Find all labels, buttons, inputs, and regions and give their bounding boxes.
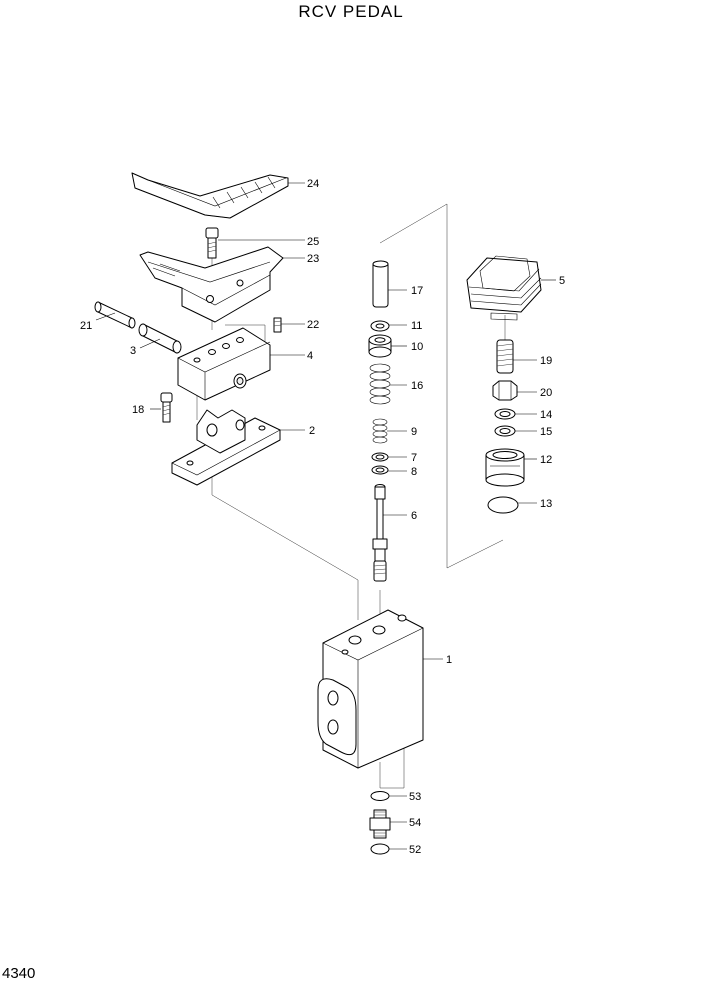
callout-4: 4 (307, 350, 313, 362)
callout-53: 53 (409, 791, 421, 803)
callout-15: 15 (540, 426, 552, 438)
callout-2: 2 (309, 425, 315, 437)
callout-20: 20 (540, 387, 552, 399)
pin-part-3 (138, 323, 182, 354)
callout-23: 23 (307, 253, 319, 265)
spring-part-9 (372, 418, 388, 444)
plunger-part-17 (372, 260, 389, 308)
washer-part-14 (494, 408, 516, 420)
callout-22: 22 (307, 319, 319, 331)
part-callouts: 24 25 23 21 3 22 4 18 2 17 11 10 16 9 7 … (80, 178, 565, 856)
pin-part-21 (94, 301, 136, 329)
callout-54: 54 (409, 817, 421, 829)
spring-seat-part-10 (368, 334, 392, 358)
callout-14: 14 (540, 409, 552, 421)
washer-part-7 (371, 452, 389, 462)
callout-17: 17 (411, 285, 423, 297)
page-number: 4340 (2, 965, 36, 982)
washer-part-11 (370, 320, 390, 332)
callout-24: 24 (307, 178, 319, 190)
o-ring-part-13 (487, 496, 519, 514)
adjusting-screw-part-19 (496, 339, 514, 374)
callout-18: 18 (132, 404, 144, 416)
set-screw-part-22 (273, 317, 282, 333)
spring-part-16 (369, 363, 391, 405)
callout-25: 25 (307, 236, 319, 248)
callout-6: 6 (411, 510, 417, 522)
callout-8: 8 (411, 466, 417, 478)
callout-3: 3 (130, 345, 136, 357)
callout-21: 21 (80, 320, 92, 332)
nut-part-20 (492, 380, 518, 401)
callout-5: 5 (559, 275, 565, 287)
spool-part-6 (372, 484, 388, 582)
callout-19: 19 (540, 355, 552, 367)
boot-part-5 (466, 255, 542, 321)
callout-7: 7 (411, 452, 417, 464)
o-ring-part-52 (370, 843, 390, 855)
bracket-part (171, 409, 281, 486)
callout-9: 9 (411, 426, 417, 438)
pedal-cover-part (131, 172, 289, 219)
callout-12: 12 (540, 454, 552, 466)
valve-body-part (317, 609, 424, 769)
washer-part-15 (494, 425, 516, 437)
leader-lines (95, 182, 556, 850)
callout-13: 13 (540, 498, 552, 510)
callout-16: 16 (411, 380, 423, 392)
fitting-part-54 (369, 809, 391, 839)
callout-10: 10 (411, 341, 423, 353)
plug-part-12 (485, 448, 525, 487)
pedal-part (139, 246, 284, 323)
callout-11: 11 (411, 320, 422, 332)
callout-1: 1 (446, 654, 452, 666)
callout-52: 52 (409, 844, 421, 856)
o-ring-part-53 (370, 791, 390, 801)
bolt-part-18 (160, 392, 173, 423)
pivot-block-part (177, 327, 271, 401)
page-title: RCV PEDAL (298, 2, 404, 21)
bolt-part-25 (205, 227, 219, 259)
washer-part-8 (371, 465, 389, 475)
